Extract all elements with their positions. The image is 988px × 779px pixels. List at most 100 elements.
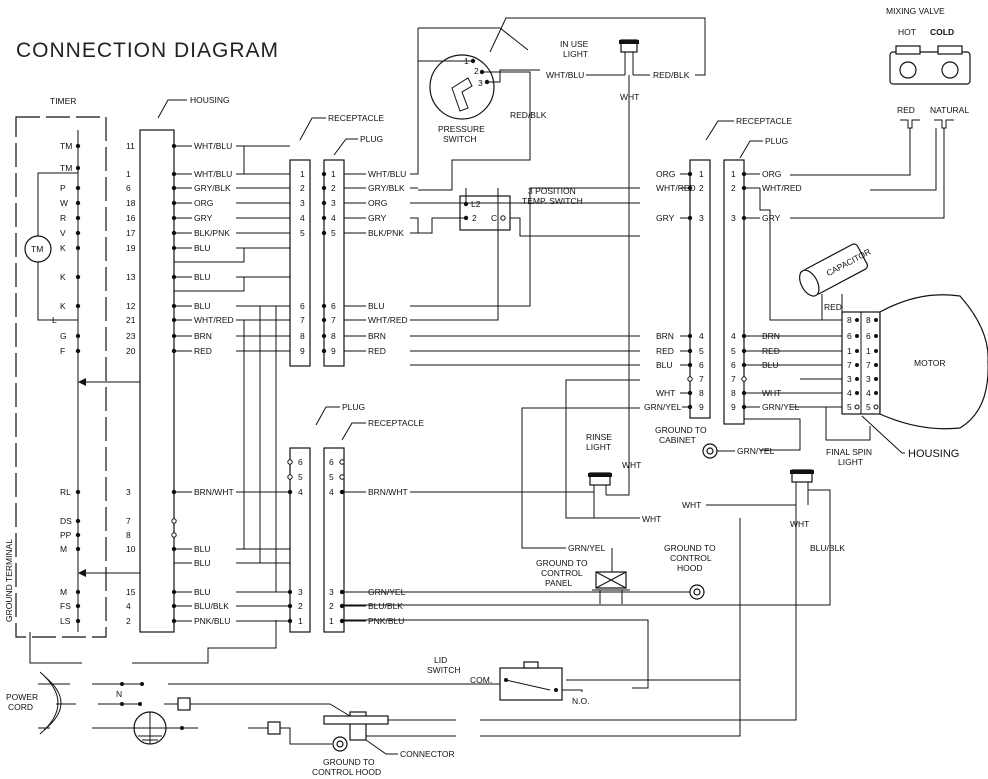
housing-wire-label: BLU (194, 558, 211, 568)
upper-plug-pin-dot (321, 317, 327, 323)
right-plug-block (723, 159, 745, 425)
upper-plug-pin-dot (321, 200, 327, 206)
lower-receptacle-pin: 6 (329, 457, 334, 467)
housing-pin-number: 17 (126, 228, 136, 238)
final-spin-label-1: FINAL SPIN (826, 447, 872, 457)
motor-pin-left: 3 (847, 374, 852, 384)
right-receptacle-wire-label: GRN/YEL (644, 402, 682, 412)
valve-red-terminal (900, 119, 920, 129)
lower-plug-pin: 3 (298, 587, 303, 597)
lower-plug-pin: 5 (298, 472, 303, 482)
timer-terminal-dot (75, 589, 81, 595)
motor-pin-left: 5 (847, 402, 852, 412)
pressure-switch (429, 54, 495, 120)
lower-receptacle-block (323, 447, 345, 633)
right-receptacle-pin-dot (687, 404, 693, 410)
upper-plug-pin: 8 (331, 331, 336, 341)
upper-plug-pin-dot (321, 215, 327, 221)
ground-control-hood-top-3: HOOD (677, 563, 703, 573)
housing-pin-number: 3 (126, 487, 131, 497)
lower-receptacle-pin: 1 (329, 616, 334, 626)
valve-red-label: RED (897, 105, 915, 115)
housing-pin-number: 11 (126, 141, 135, 151)
timer-terminal-label: K (60, 243, 66, 253)
upper-receptacle-pin: 7 (300, 315, 305, 325)
upper-plug-pin-dot (321, 348, 327, 354)
upper-receptacle-pin: 9 (300, 346, 305, 356)
motor-pin-left: 6 (847, 331, 852, 341)
wire-valve-gry (930, 128, 945, 219)
power-cord-label-2: CORD (8, 702, 33, 712)
housing-pin-number: 7 (126, 516, 131, 526)
upper-receptacle-leader (299, 117, 326, 141)
upper-plug-pin: 3 (331, 198, 336, 208)
lid-switch (499, 667, 563, 701)
tm-wire-bottom (37, 262, 78, 321)
lower-plug-pin: 2 (298, 601, 303, 611)
ground-hood-bottom-1: GROUND TO (323, 757, 375, 767)
right-receptacle-block (689, 159, 711, 419)
upper-plug-pin: 7 (331, 315, 336, 325)
housing-label: HOUSING (190, 95, 230, 105)
housing-pin-number: 4 (126, 601, 131, 611)
wire-ground-terminal (29, 632, 82, 664)
right-receptacle-pin-dot (687, 333, 693, 339)
housing-pin-number: 12 (126, 301, 136, 311)
right-plug-pin: 7 (731, 374, 736, 384)
lid-no-label: N.O. (572, 696, 589, 706)
in-use-light-label-2: LIGHT (563, 49, 588, 59)
timer-dashed-outline (15, 116, 107, 638)
lid-switch-label-2: SWITCH (427, 665, 461, 675)
wire-cord-ground (280, 727, 332, 745)
wire-label-wht-rinse: WHT (622, 460, 641, 470)
housing-leader (157, 99, 187, 119)
lower-plug-pin-dot (287, 618, 293, 624)
cold-solenoid (941, 61, 959, 79)
timer-terminal-label: TM (60, 163, 72, 173)
lower-receptacle-pin-dot (339, 489, 345, 495)
wire-run (173, 247, 245, 277)
right-receptacle-pin-dot (687, 185, 693, 191)
lower-plug-pin: 6 (298, 457, 303, 467)
ground-cabinet-label-2: CABINET (659, 435, 696, 445)
wire-ps3 (487, 69, 540, 83)
upper-plug-pin-dot (321, 303, 327, 309)
lower-receptacle-pin-dot (339, 589, 345, 595)
wire-grn-yel-bottom (132, 620, 277, 664)
timer-terminal-label: TM (60, 141, 72, 151)
temp-switch-2: 2 (472, 213, 477, 223)
right-receptacle-wire-label: ORG (656, 169, 675, 179)
right-receptacle-wire-label: WHT/RED (656, 183, 696, 193)
lower-receptacle-pin: 5 (329, 472, 334, 482)
right-receptacle-pin-dot (687, 348, 693, 354)
hot-label: HOT (898, 27, 916, 37)
wire-run (236, 145, 245, 160)
capacitor-red-label: RED (824, 302, 842, 312)
upper-receptacle-label: RECEPTACLE (328, 113, 384, 123)
lower-receptacle-pin-dot (339, 459, 345, 465)
motor-pin-right: 6 (866, 331, 871, 341)
housing-wire-label: PNK/BLU (194, 616, 230, 626)
wire-run (410, 217, 419, 233)
motor-pin-left-dot (855, 318, 859, 322)
timer-terminal-dot (75, 303, 81, 309)
right-receptacle-pin-dot (687, 171, 693, 177)
housing-pin-number: 16 (126, 213, 136, 223)
right-receptacle-pin: 6 (699, 360, 704, 370)
wire-run (410, 152, 419, 175)
housing-pin-number: 18 (126, 198, 136, 208)
lower-receptacle-pin-dot (339, 603, 345, 609)
right-plug-pin: 2 (731, 183, 736, 193)
wire-label-wht-mid: WHT (642, 514, 661, 524)
temp-switch (459, 195, 511, 231)
lower-receptacle-leader (341, 422, 366, 441)
ps-term-3: 3 (478, 78, 483, 88)
right-receptacle-wire-label: BLU (656, 360, 673, 370)
right-plug-leader (739, 140, 763, 159)
lower-receptacle-pin-dot (339, 618, 345, 624)
motor-pin-right: 4 (866, 388, 871, 398)
timer-terminal-label: R (60, 213, 66, 223)
upper-plug-wire-label: BRN (368, 331, 386, 341)
